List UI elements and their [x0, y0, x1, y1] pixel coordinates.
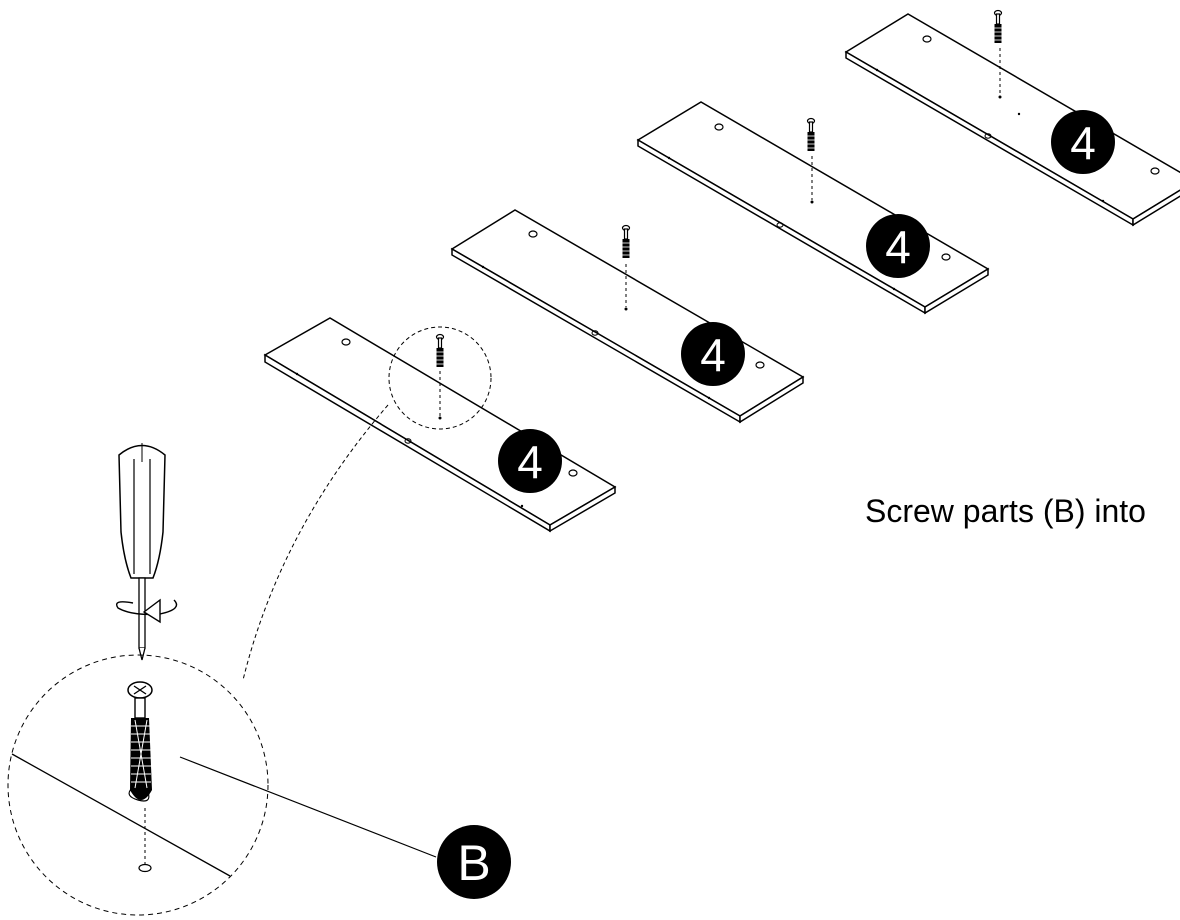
- rotation-arrow-icon: [115, 598, 178, 624]
- dowel-screw-icon: [127, 681, 153, 802]
- panel-2: [450, 209, 805, 424]
- svg-text:4: 4: [700, 329, 726, 381]
- panel-1: [263, 317, 617, 533]
- svg-text:4: 4: [885, 221, 911, 273]
- part-b-badge: B: [437, 825, 511, 899]
- svg-text:4: 4: [1070, 117, 1096, 169]
- screwdriver-icon: [118, 443, 166, 661]
- instruction-text: Screw parts (B) into: [865, 493, 1146, 529]
- quantity-badge-panel-3: 4: [866, 214, 930, 278]
- quantity-badge-panel-1: 4: [498, 429, 562, 493]
- svg-text:4: 4: [517, 436, 543, 488]
- detail-zoom-circle: [7, 654, 437, 916]
- detail-connector-line: [242, 404, 389, 681]
- quantity-badge-panel-4: 4: [1051, 110, 1115, 174]
- svg-text:B: B: [457, 835, 490, 891]
- panel-3: [636, 101, 990, 315]
- quantity-badge-panel-2: 4: [681, 322, 745, 386]
- panel-4: [844, 9, 1180, 227]
